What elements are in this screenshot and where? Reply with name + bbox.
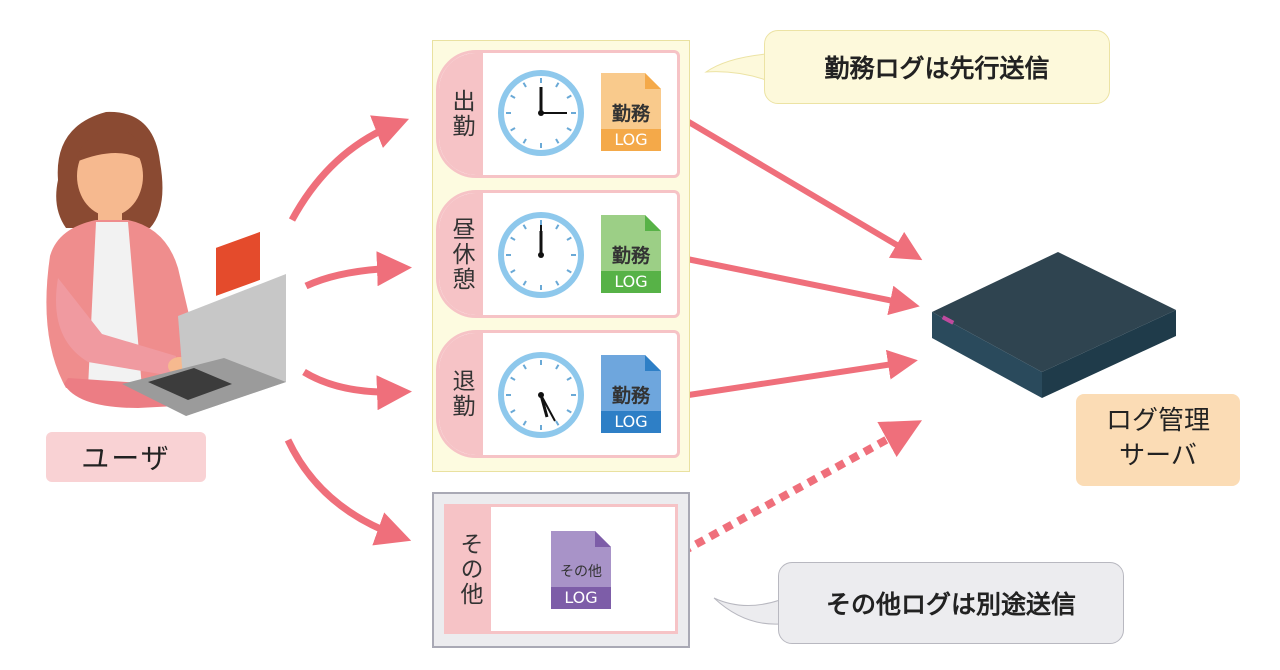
arrow-other-to-server-dotted bbox=[680, 420, 923, 556]
clock-tick bbox=[522, 280, 527, 286]
work-log-document-icon: 勤務 LOG bbox=[601, 73, 661, 151]
arrow-user-to-clockin bbox=[288, 115, 410, 222]
arrow-clockin-to-server bbox=[680, 115, 923, 261]
server-led-icon bbox=[941, 315, 955, 325]
arrow-lunch-to-server bbox=[681, 255, 920, 316]
arrow-user-to-lunch bbox=[304, 251, 412, 290]
clock-tick bbox=[555, 280, 560, 286]
clock-tick bbox=[566, 409, 572, 414]
server-icon bbox=[932, 252, 1176, 398]
clock-tick bbox=[510, 376, 516, 381]
clock-tick bbox=[566, 269, 572, 274]
clock-tick bbox=[522, 420, 527, 426]
clock-tick bbox=[510, 269, 516, 274]
work-log-document-icon: 勤務 LOG bbox=[601, 215, 661, 293]
clock-tick bbox=[510, 127, 516, 132]
arrow-clockout-to-server bbox=[681, 349, 918, 399]
clock-icon bbox=[498, 212, 584, 298]
clock-tick bbox=[522, 138, 527, 144]
server-label-line1: ログ管理 bbox=[1105, 406, 1210, 436]
clock-tick bbox=[522, 82, 527, 88]
clock-tick bbox=[555, 138, 560, 144]
clock-tick bbox=[555, 364, 560, 370]
clock-tick bbox=[566, 376, 572, 381]
card-lunch-break: 昼休憩 勤務 LOG bbox=[436, 190, 680, 318]
card-tab: 昼休憩 bbox=[439, 193, 483, 315]
card-clock-in: 出勤 勤務 LOG bbox=[436, 50, 680, 178]
clock-tick bbox=[555, 420, 560, 426]
clock-tick bbox=[522, 364, 527, 370]
clock-tick bbox=[510, 94, 516, 99]
clock-tick bbox=[555, 224, 560, 230]
card-clock-out: 退勤 勤務 LOG bbox=[436, 330, 680, 458]
clock-icon bbox=[498, 352, 584, 438]
user-label: ユーザ bbox=[46, 432, 206, 482]
clock-tick bbox=[522, 224, 527, 230]
clock-tick bbox=[566, 236, 572, 241]
clock-tick bbox=[566, 94, 572, 99]
work-log-document-icon: 勤務 LOG bbox=[601, 355, 661, 433]
server-label-line2: サーバ bbox=[1119, 441, 1197, 471]
card-other: その他 その他 LOG bbox=[444, 504, 678, 634]
user-illustration bbox=[46, 111, 286, 416]
card-tab: 退勤 bbox=[439, 333, 483, 455]
card-tab: その他 bbox=[447, 507, 491, 631]
arrow-user-to-other bbox=[284, 438, 412, 546]
speech-bubble-other-log: その他ログは別途送信 bbox=[778, 562, 1124, 644]
clock-tick bbox=[555, 82, 560, 88]
card-tab: 出勤 bbox=[439, 53, 483, 175]
arrow-user-to-clockout bbox=[302, 368, 412, 411]
clock-tick bbox=[510, 409, 516, 414]
clock-icon bbox=[498, 70, 584, 156]
server-label: ログ管理 サーバ bbox=[1076, 394, 1240, 486]
clock-tick bbox=[566, 127, 572, 132]
other-log-document-icon: その他 LOG bbox=[551, 531, 611, 609]
laptop-logo-icon bbox=[216, 231, 260, 296]
speech-bubble-work-log: 勤務ログは先行送信 bbox=[764, 30, 1110, 104]
clock-tick bbox=[510, 236, 516, 241]
